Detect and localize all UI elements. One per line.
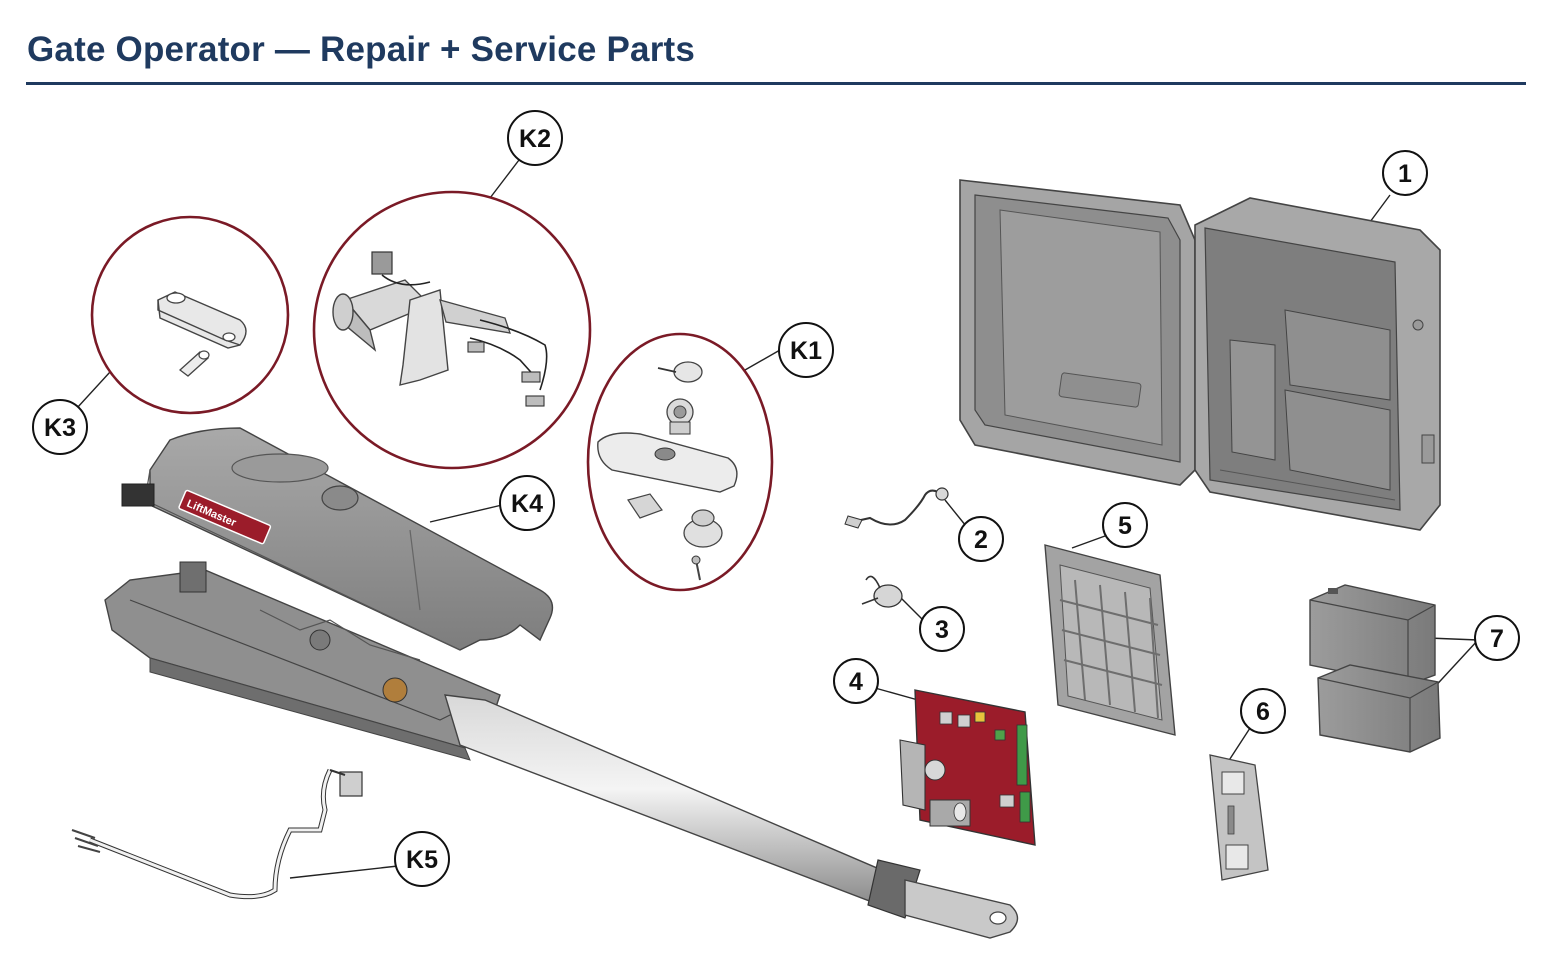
cable-harness <box>71 768 363 900</box>
page-title: Gate Operator — Repair + Service Parts <box>27 30 696 69</box>
callout-3: 3 <box>919 606 965 652</box>
callout-k5: K5 <box>394 831 450 887</box>
k1-detail <box>586 332 774 592</box>
bracket-part <box>157 291 247 349</box>
svg-text:7: 7 <box>1490 625 1504 653</box>
callout-k3: K3 <box>32 399 88 455</box>
k2-detail <box>312 190 592 470</box>
control-enclosure <box>959 179 1441 531</box>
svg-text:3: 3 <box>935 616 949 644</box>
callout-2: 2 <box>958 516 1004 562</box>
svg-text:K2: K2 <box>519 125 551 153</box>
sensor-part <box>844 487 949 529</box>
svg-text:K4: K4 <box>511 490 543 518</box>
outlet-plate <box>1209 754 1269 881</box>
k3-detail <box>90 215 290 415</box>
release-parts <box>597 361 738 581</box>
actuator-tube <box>444 694 1019 939</box>
svg-text:K5: K5 <box>406 846 438 874</box>
operator-base <box>104 561 501 761</box>
callout-k2: K2 <box>507 110 563 166</box>
svg-text:6: 6 <box>1256 698 1270 726</box>
svg-text:K3: K3 <box>44 414 76 442</box>
callout-6: 6 <box>1240 688 1286 734</box>
callout-4: 4 <box>833 658 879 704</box>
operator-cover: LiftMaster <box>121 427 554 651</box>
svg-text:K1: K1 <box>790 337 822 365</box>
svg-text:1: 1 <box>1398 160 1412 188</box>
control-board <box>899 689 1036 846</box>
callout-k4: K4 <box>499 475 555 531</box>
callout-7: 7 <box>1474 615 1520 661</box>
pin-part <box>178 350 210 377</box>
callout-1: 1 <box>1382 150 1428 196</box>
svg-text:4: 4 <box>849 668 863 696</box>
callout-k1: K1 <box>778 322 834 378</box>
svg-text:5: 5 <box>1118 512 1132 540</box>
batteries <box>1309 584 1441 753</box>
motor-part <box>332 251 548 407</box>
svg-text:2: 2 <box>974 526 988 554</box>
title-underline <box>26 82 1526 85</box>
capacitor-part <box>861 575 903 608</box>
mounting-plate <box>1044 544 1176 736</box>
leader-lines <box>76 159 1479 879</box>
callout-5: 5 <box>1102 502 1148 548</box>
